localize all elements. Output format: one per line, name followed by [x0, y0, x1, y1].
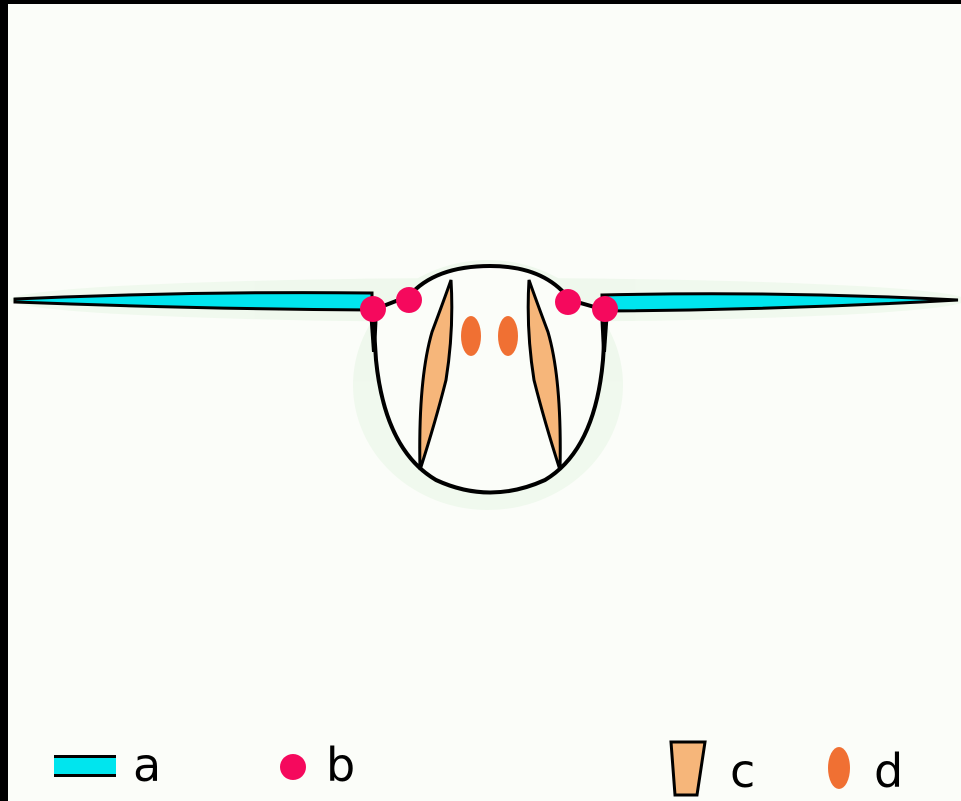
legend-label-d: d: [874, 744, 903, 798]
dot-b-2: [396, 287, 422, 313]
legend-label-a: a: [133, 738, 161, 792]
shape-c-right: [526, 279, 562, 471]
legend: a b c d: [54, 738, 903, 798]
legend-swatch-d: [828, 747, 850, 789]
dot-b-1: [360, 296, 386, 322]
legend-label-c: c: [730, 744, 755, 798]
shape-c-left: [418, 279, 454, 471]
dot-b-3: [555, 289, 581, 315]
dot-b-4: [592, 296, 618, 322]
legend-swatch-a-edge-bottom: [54, 774, 116, 777]
oval-d-left: [461, 316, 481, 356]
oval-d-right: [498, 316, 518, 356]
legend-label-b: b: [326, 738, 355, 792]
legend-swatch-b: [280, 754, 306, 780]
legend-swatch-a-edge-top: [54, 755, 116, 758]
legend-swatch-a: [54, 757, 116, 775]
legend-swatch-c: [669, 740, 707, 797]
band-a-right: [600, 292, 959, 313]
